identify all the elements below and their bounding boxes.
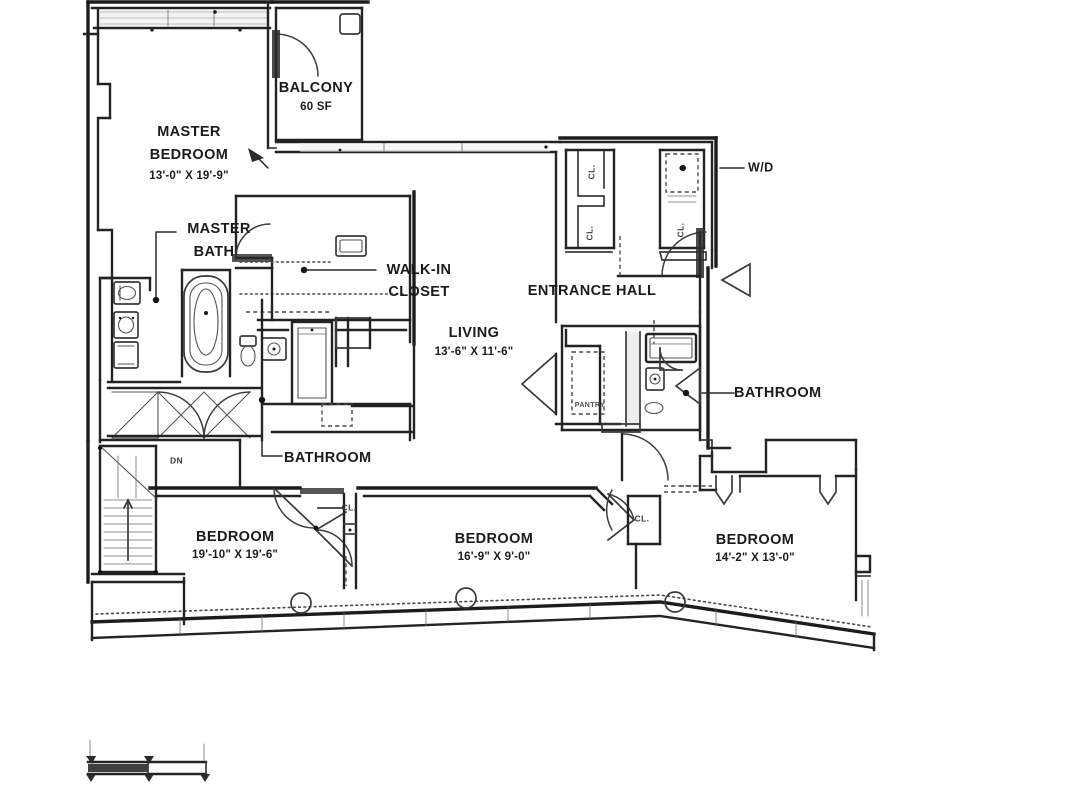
label-master-bath-line1: MASTER (187, 221, 251, 237)
label-master-bedroom-line1: MASTER (157, 124, 221, 140)
entry-door-swing (616, 228, 707, 278)
balcony-structure (266, 0, 370, 150)
right-bedroom-walls (680, 438, 872, 617)
closet-island (335, 235, 367, 257)
label-bedroom-right: BEDROOM (716, 532, 795, 548)
label-walk-in-closet-line1: WALK-IN (387, 262, 452, 278)
label-bedroom-center-dimensions: 16'-9" X 9'-0" (458, 551, 531, 563)
closet-tag-4: CL. (342, 502, 357, 512)
label-washer-dryer: W/D (748, 160, 774, 174)
exterior-shell (82, 0, 751, 444)
vanity-sink-upper (113, 281, 141, 305)
master-bath-double-door (106, 386, 262, 439)
fixture-tags: PANTRY (575, 402, 605, 409)
master-bath-door-swing (232, 223, 272, 262)
entry-arrow (720, 262, 751, 298)
fixture-dashed (321, 403, 353, 427)
service-closets-block (558, 136, 718, 261)
label-bedroom-left: BEDROOM (196, 529, 275, 545)
label-walk-in-closet-line2: CLOSET (388, 284, 449, 300)
center-right-door-cluster (605, 485, 700, 590)
label-entrance-hall: ENTRANCE HALL (528, 283, 656, 299)
lower-bedroom-zone (86, 438, 876, 652)
closet-tags: CL. CL. CL. CL. CL. (342, 165, 686, 524)
scale-bar (86, 739, 210, 782)
pantry-tag: PANTRY (575, 402, 605, 409)
label-master-bedroom-line2: BEDROOM (150, 147, 229, 163)
label-stair-direction: DN (170, 455, 183, 465)
living-entrance-zone (412, 150, 713, 482)
label-bedroom-right-dimensions: 14'-2" X 13'-0" (715, 552, 794, 564)
window-band-top (100, 9, 268, 32)
bathtub (183, 275, 229, 373)
toilet-master (239, 335, 257, 367)
closet-tag-5: CL. (635, 513, 650, 523)
leader-master-bath (155, 231, 177, 301)
master-bath-zone (98, 268, 287, 442)
closet-tag-3: CL. (675, 223, 685, 238)
label-bathroom-right: BATHROOM (734, 385, 822, 401)
label-living-dimensions: 13'-6" X 11'-6" (435, 346, 514, 358)
label-bathroom-center: BATHROOM (284, 450, 372, 466)
label-bedroom-center: BEDROOM (455, 531, 534, 547)
label-balcony-area: 60 SF (300, 101, 332, 113)
annotation-labels: W/D DN (170, 160, 774, 465)
closet-tag-2: CL. (584, 226, 594, 241)
structural-columns (290, 587, 686, 614)
left-bedroom-door-cluster (273, 487, 358, 590)
label-master-bedroom-dimensions: 13'-0" X 19'-9" (149, 170, 228, 182)
room-labels: MASTER BEDROOM 13'-0" X 19'-9" BALCONY 6… (149, 80, 821, 564)
label-living: LIVING (449, 325, 500, 341)
label-bedroom-left-dimensions: 19'-10" X 19'-6" (192, 549, 278, 561)
angled-exterior-wall (90, 594, 876, 652)
kitchen-door-swing (620, 432, 669, 482)
leader-bathroom-center (261, 399, 283, 457)
leader-lines (152, 148, 745, 457)
label-balcony: BALCONY (279, 80, 354, 96)
closet-tag-1: CL. (586, 165, 596, 180)
vanity-sink-lower (113, 311, 139, 369)
corridor-window-band (300, 142, 550, 153)
label-master-bath-line2: BATH (194, 244, 235, 260)
bath-leader-dot (682, 389, 690, 397)
